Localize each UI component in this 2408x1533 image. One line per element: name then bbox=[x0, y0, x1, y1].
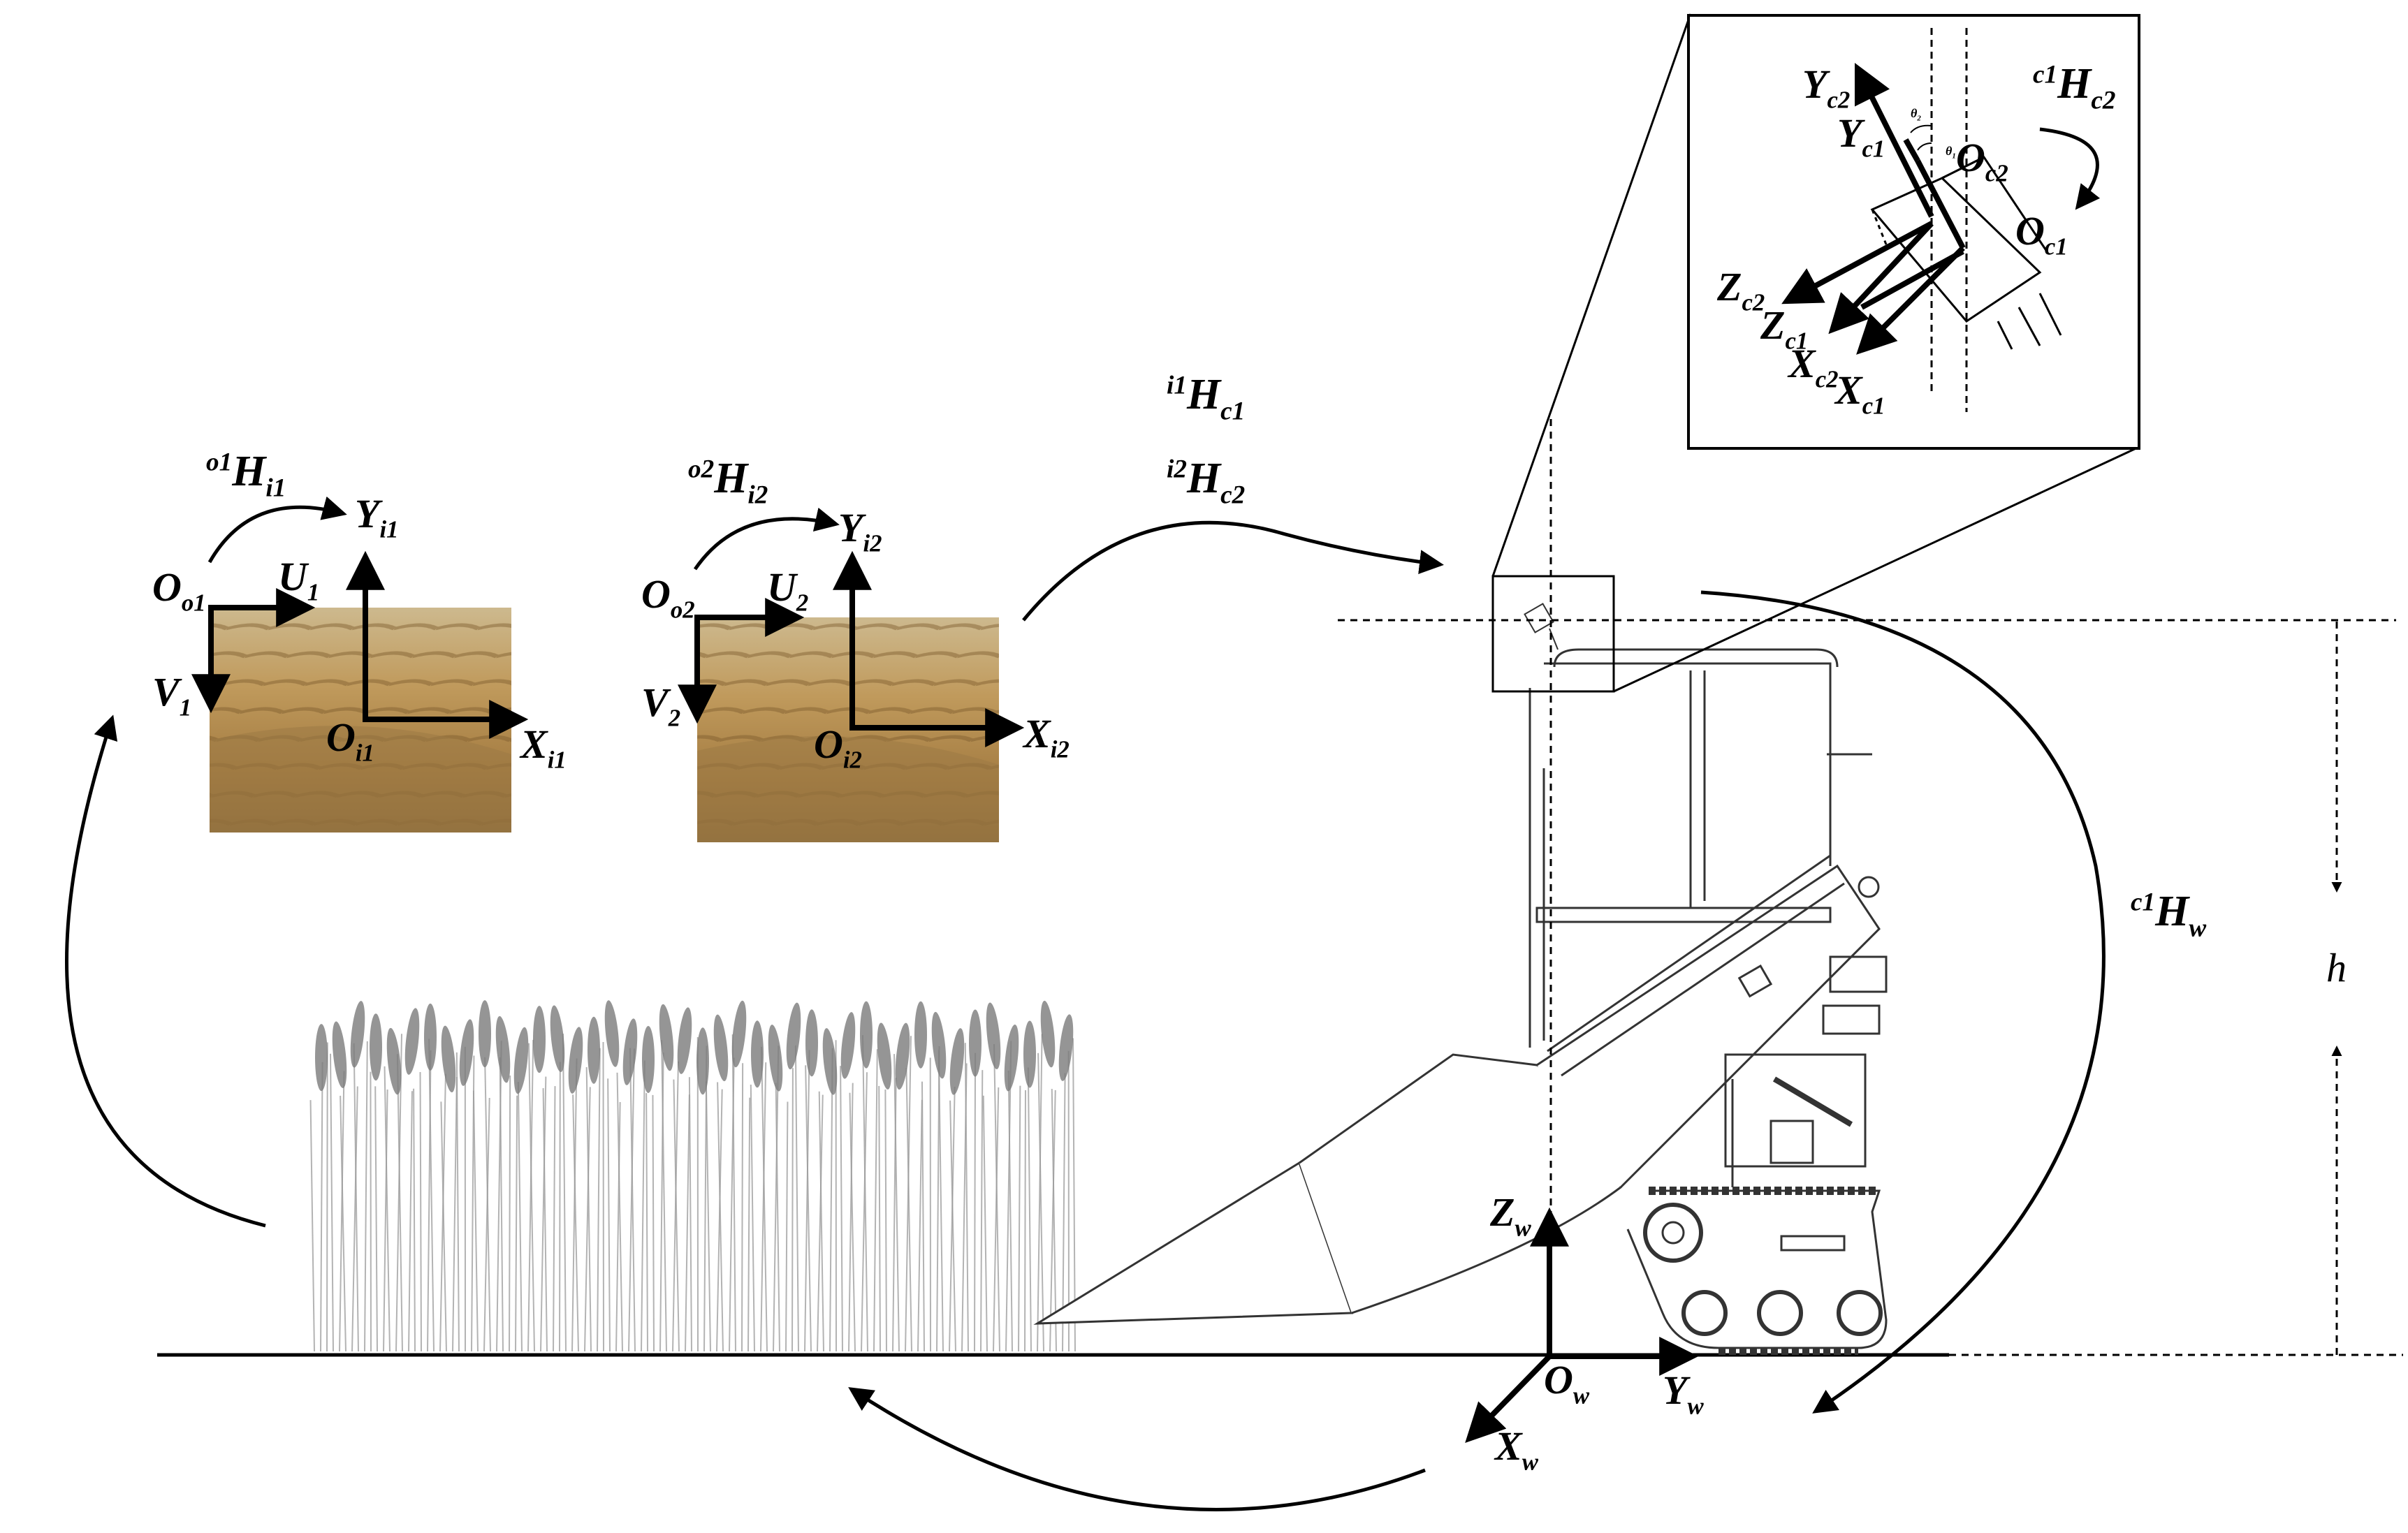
label-o-o1: Oo1 bbox=[152, 564, 206, 617]
label-u-1: U1 bbox=[278, 554, 319, 606]
label-h: h bbox=[2326, 945, 2347, 990]
label-x-i2: Xi2 bbox=[1022, 711, 1070, 763]
label-i1-h-c1: i1Hc1 bbox=[1167, 371, 1245, 426]
arc-o1-to-i1 bbox=[210, 507, 342, 562]
camera-small-icon bbox=[1525, 604, 1558, 650]
label-y-i1: Yi1 bbox=[355, 491, 399, 543]
camera-image-1 bbox=[210, 507, 520, 832]
harvester-machine bbox=[1037, 650, 1886, 1351]
arc-world-to-field bbox=[852, 1390, 1425, 1510]
camera-image-2 bbox=[695, 519, 1016, 842]
label-v-1: V1 bbox=[152, 669, 191, 721]
label-c1-h-w: c1Hw bbox=[2131, 888, 2206, 943]
label-o2-h-i2: o2Hi2 bbox=[688, 455, 768, 510]
arc-image2-to-camera bbox=[1023, 522, 1439, 620]
zoom-line-bottom bbox=[1614, 447, 2139, 691]
wheat-crop-illustration bbox=[311, 999, 1076, 1351]
label-y-i2: Yi2 bbox=[838, 505, 882, 557]
label-o-o2: Oo2 bbox=[641, 571, 695, 624]
label-x-w: Xw bbox=[1494, 1423, 1539, 1476]
zoom-line-top bbox=[1493, 14, 1691, 576]
camera-region-box bbox=[1493, 576, 1614, 691]
arc-o2-to-i2 bbox=[695, 519, 835, 569]
label-x-i1: Xi1 bbox=[519, 721, 567, 774]
label-o-w: Ow bbox=[1544, 1357, 1590, 1409]
label-i2-h-c2: i2Hc2 bbox=[1167, 455, 1245, 510]
label-y-w: Yw bbox=[1663, 1367, 1704, 1420]
label-v-2: V2 bbox=[641, 680, 680, 732]
label-o1-h-i1: o1Hi1 bbox=[206, 448, 286, 503]
label-u-2: U2 bbox=[767, 564, 808, 617]
